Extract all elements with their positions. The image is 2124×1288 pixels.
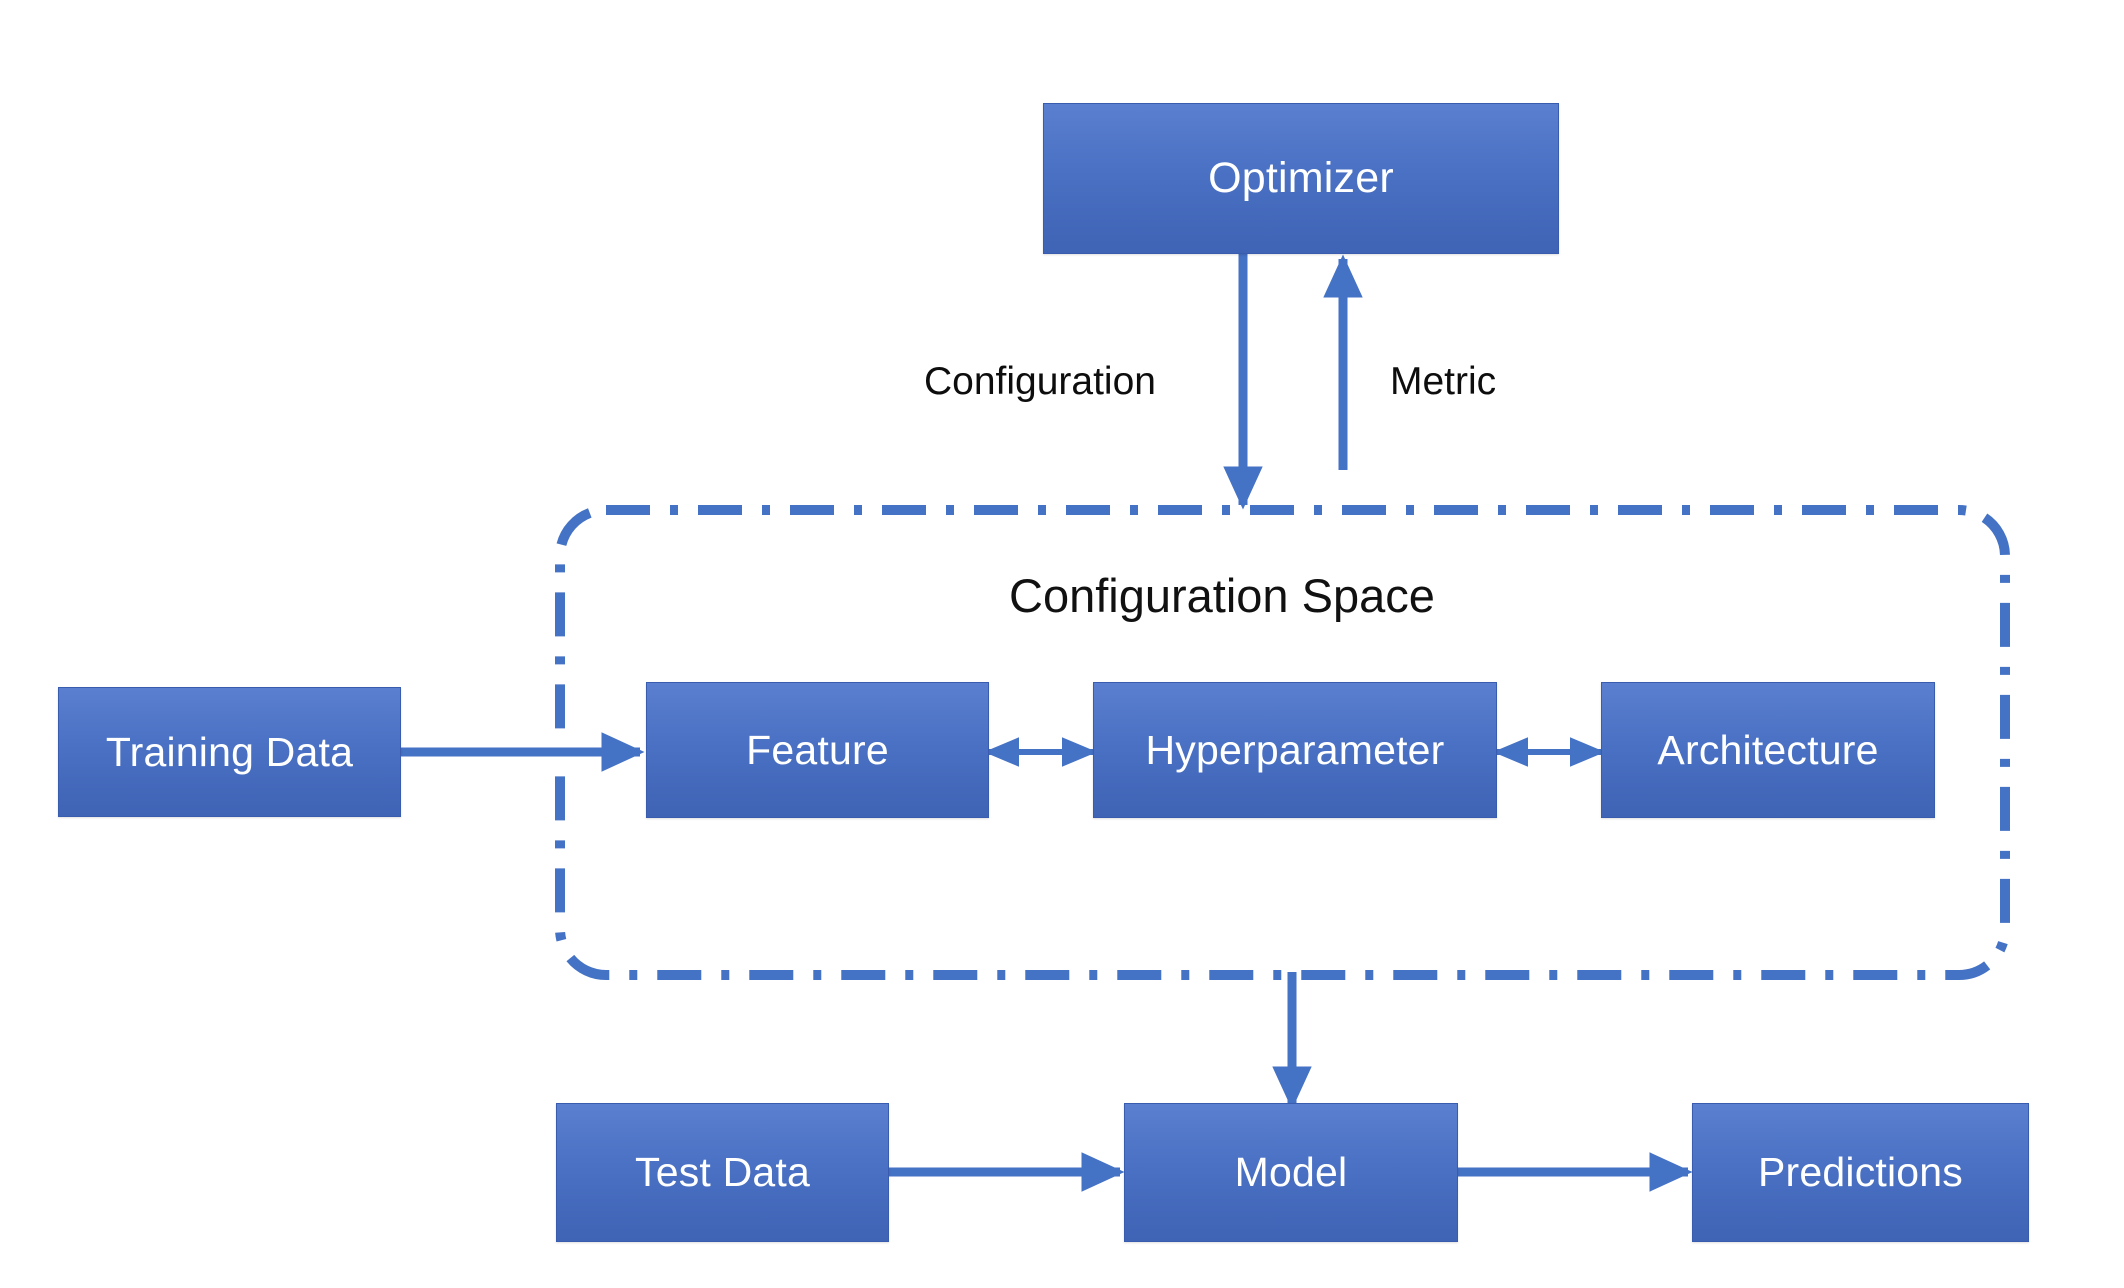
configuration-space-title: Configuration Space xyxy=(1009,569,1435,622)
node-architecture[interactable]: Architecture xyxy=(1601,682,1935,818)
node-test-data-label: Test Data xyxy=(635,1149,810,1195)
node-optimizer-label: Optimizer xyxy=(1208,154,1394,202)
node-model[interactable]: Model xyxy=(1124,1103,1458,1242)
node-feature[interactable]: Feature xyxy=(646,682,989,818)
node-training-data[interactable]: Training Data xyxy=(58,687,401,817)
node-feature-label: Feature xyxy=(746,726,889,773)
node-architecture-label: Architecture xyxy=(1657,726,1879,773)
node-model-label: Model xyxy=(1234,1149,1348,1195)
node-hyperparameter[interactable]: Hyperparameter xyxy=(1093,682,1497,818)
node-test-data[interactable]: Test Data xyxy=(556,1103,889,1242)
node-optimizer[interactable]: Optimizer xyxy=(1043,103,1559,254)
edge-label-metric: Metric xyxy=(1390,360,1497,403)
edge-label-configuration: Configuration xyxy=(924,360,1156,403)
node-training-data-label: Training Data xyxy=(105,728,354,775)
node-predictions-label: Predictions xyxy=(1757,1149,1964,1195)
node-predictions[interactable]: Predictions xyxy=(1692,1103,2029,1242)
node-hyperparameter-label: Hyperparameter xyxy=(1145,726,1445,773)
